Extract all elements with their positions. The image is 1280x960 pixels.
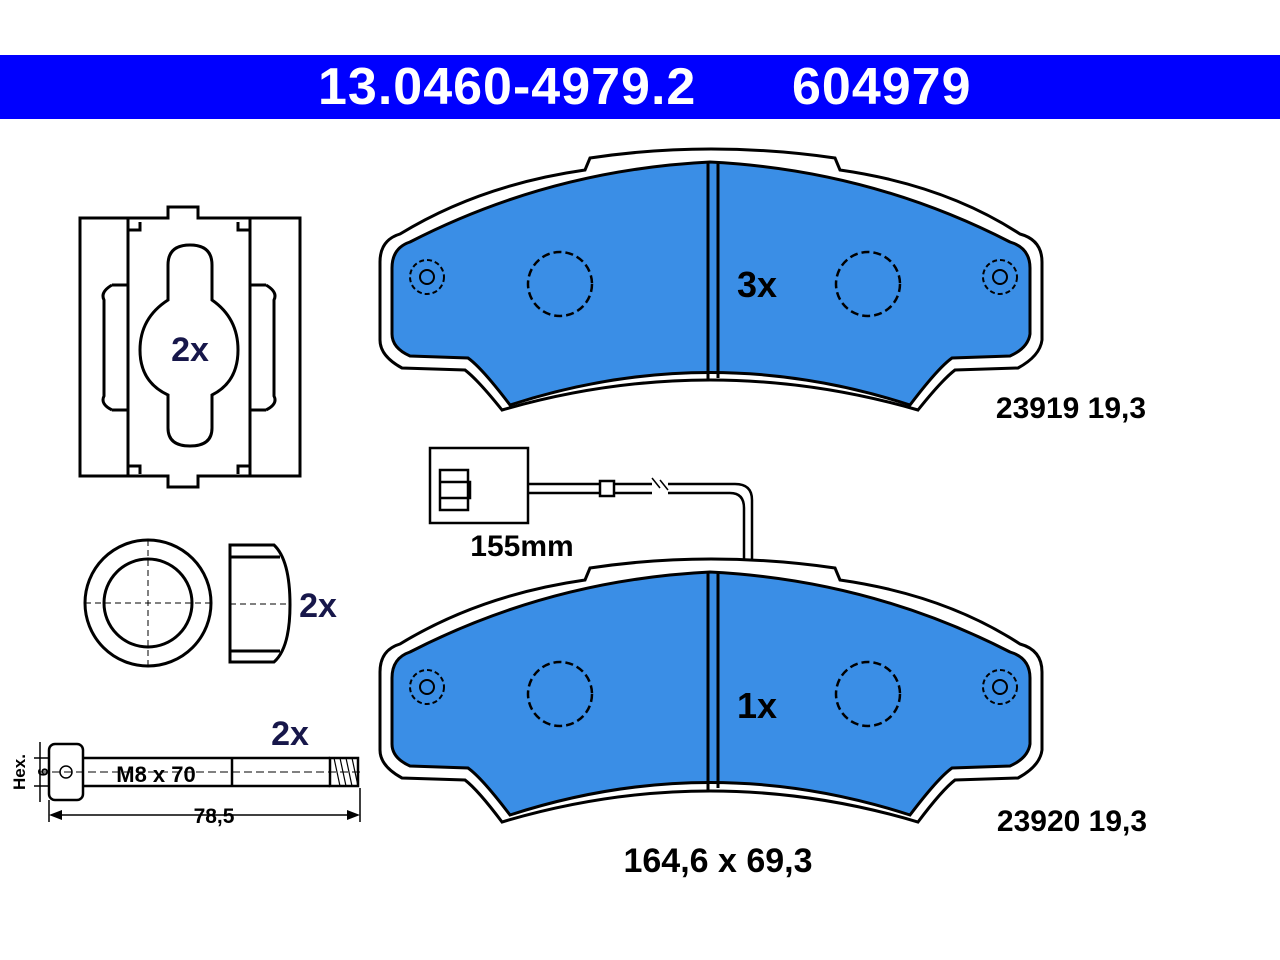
reference-number: 604979 [792,58,972,116]
upper-pad [378,147,1044,412]
lower-pad-spec: 23920 19,3 [997,805,1147,838]
wear-sensor [428,446,754,570]
guide-sleeve [83,538,213,668]
upper-pad-quantity: 3x [737,264,777,305]
pad-dimensions: 164,6 x 69,3 [623,842,812,880]
hex-label: Hex. [10,754,29,790]
anti-squeal-clip [78,205,302,489]
cap-quantity: 2x [299,587,337,625]
dim-arrow-right [347,810,360,820]
dust-cap [228,543,292,664]
upper-pad-friction [390,160,1032,407]
dim-arrow-left [49,810,62,820]
bolt-length: 78,5 [194,805,235,828]
lower-pad-friction [390,570,1032,817]
part-number: 13.0460-4979.2 [318,58,697,116]
lower-pad-quantity: 1x [737,685,777,726]
hex-size: 6 [35,768,52,776]
bolt-thread: M8 x 70 [116,762,196,787]
header-bar: 13.0460-4979.2 604979 [0,55,1280,119]
guide-bolt [34,742,361,822]
lower-pad [378,557,1044,824]
sensor-length: 155mm [470,530,573,563]
upper-pad-spec: 23919 19,3 [996,392,1146,425]
clip-quantity: 2x [171,331,209,369]
bolt-quantity: 2x [271,715,309,753]
